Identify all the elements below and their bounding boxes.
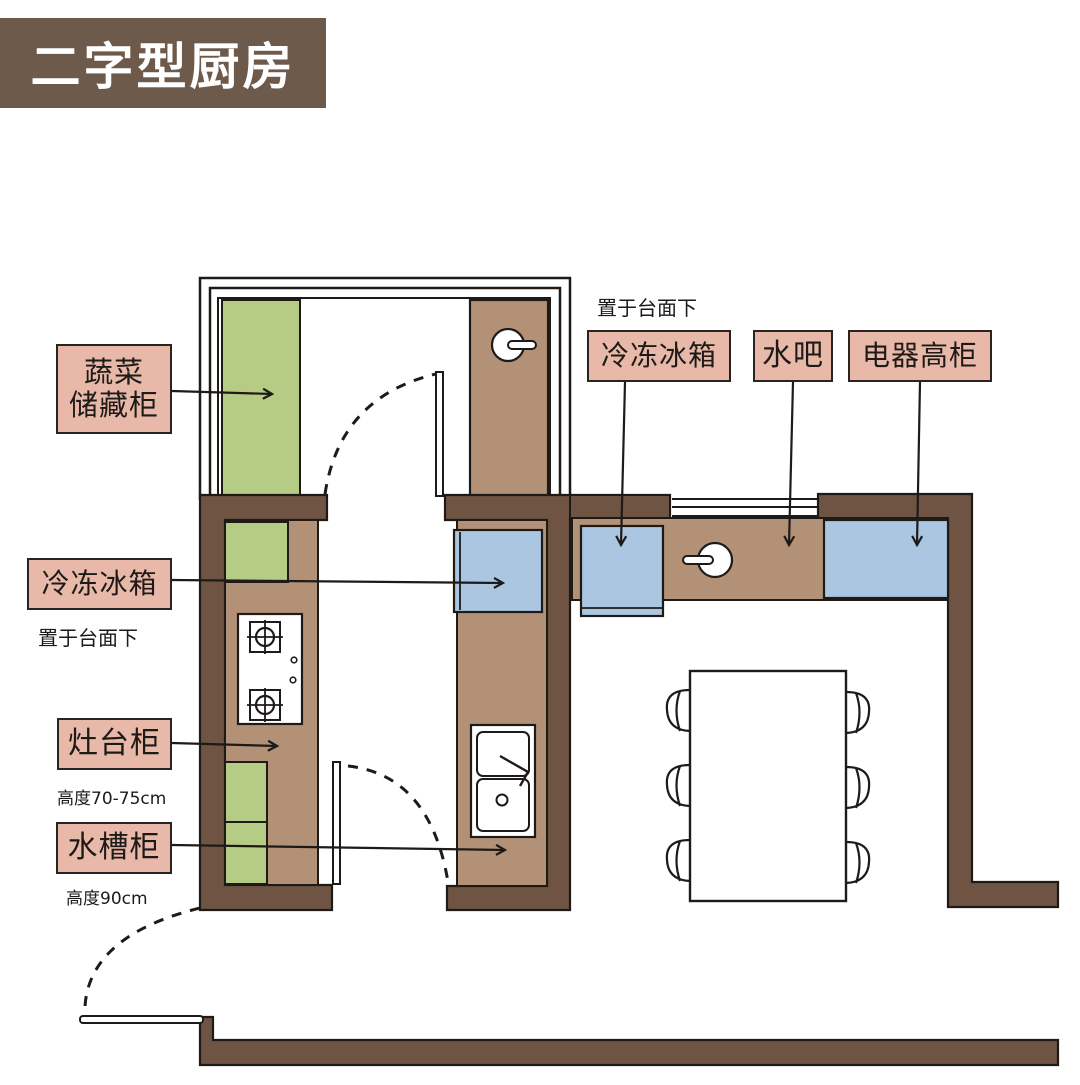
bottom-wall [79, 1015, 1060, 1067]
door-swing-upper [323, 371, 441, 495]
label-sink-cabinet: 水槽柜 [56, 822, 172, 874]
page-title: 二字型厨房 [30, 38, 296, 96]
dining-chairs [665, 688, 871, 885]
label-stove-cabinet-text: 灶台柜 [68, 725, 161, 761]
appliance-tall-cabinet [822, 518, 950, 600]
label-water-bar: 水吧 [753, 330, 833, 382]
note-freezer-left: 置于台面下 [38, 626, 138, 650]
round-sink-icon [490, 327, 537, 363]
door-leaf-upper [435, 371, 444, 497]
label-freezer-left: 冷冻冰箱 [27, 558, 172, 610]
label-water-bar-text: 水吧 [762, 337, 824, 373]
label-freezer-right: 冷冻冰箱 [587, 330, 731, 382]
label-freezer-right-text: 冷冻冰箱 [600, 338, 717, 372]
label-appliance-tall: 电器高柜 [848, 330, 992, 382]
title-banner: 二字型厨房 [0, 18, 326, 108]
water-bar-sink-icon [682, 541, 734, 579]
upper-room-walls [198, 276, 572, 500]
label-veg-storage-line1: 蔬菜 [83, 354, 144, 389]
note-stove-height: 高度70-75cm [57, 789, 167, 809]
door-swing-entry [83, 906, 201, 1007]
stove-icon [236, 612, 304, 726]
label-freezer-left-text: 冷冻冰箱 [41, 566, 158, 600]
label-veg-storage-line2: 储藏柜 [68, 388, 159, 422]
label-stove-cabinet: 灶台柜 [57, 718, 172, 770]
note-sink-height: 高度90cm [66, 889, 148, 909]
label-veg-storage: 蔬菜 储藏柜 [56, 344, 172, 434]
note-freezer-right: 置于台面下 [597, 296, 697, 320]
double-sink-icon [469, 723, 537, 839]
dining-table [688, 669, 848, 903]
door-swing-lower [347, 764, 450, 883]
label-sink-cabinet-text: 水槽柜 [67, 829, 161, 865]
door-leaf-lower [332, 761, 341, 885]
veg-storage-cabinet [221, 299, 301, 499]
label-appliance-tall-text: 电器高柜 [861, 338, 978, 372]
callout-arrows [171, 381, 920, 850]
